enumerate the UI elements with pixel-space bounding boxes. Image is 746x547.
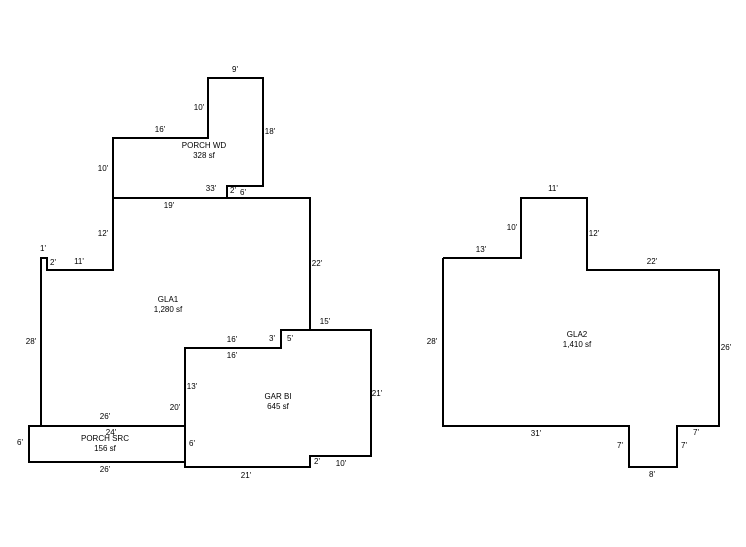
- dim-gla1-left: 28': [26, 337, 37, 346]
- gla2-outline: [442, 197, 720, 468]
- dim-porch-inner-left: 10': [194, 103, 205, 112]
- dim-gla1-right: 22': [312, 259, 323, 268]
- dim-gar-top: 15': [320, 317, 331, 326]
- dim-gar-top-inner: 16': [227, 351, 238, 360]
- dim-gar-step-b: 5': [287, 334, 293, 343]
- dim-gla2-bottom: 31': [531, 429, 542, 438]
- porch-src-outline: [28, 425, 186, 463]
- dim-gla2-left-top: 13': [476, 245, 487, 254]
- dim-porch-bottom: 33': [206, 184, 217, 193]
- gar-size: 645 sf: [267, 402, 290, 411]
- dim-gla2-top-left: 10': [507, 223, 518, 232]
- dim-porch-right: 18': [265, 127, 276, 136]
- gla1-size: 1,280 sf: [154, 305, 183, 314]
- dim-gla1-gar-left: 20': [170, 403, 181, 412]
- dim-gla2-top: 11': [548, 184, 558, 193]
- dim-gla2-right: 26': [721, 343, 732, 352]
- dim-gar-bottom: 21': [241, 471, 252, 480]
- dim-gla1-left-upper: 12': [98, 229, 109, 238]
- dim-gar-left-upper: 13': [187, 382, 198, 391]
- dim-porch-step-a: 2': [230, 186, 236, 195]
- dim-porch-mid-top: 16': [155, 125, 166, 134]
- dim-src-bottom: 26': [100, 465, 111, 474]
- dim-porch-step-b: 6': [240, 188, 246, 197]
- dim-porch-left: 10': [98, 164, 109, 173]
- dim-gla2-notch-right-b: 7': [681, 441, 687, 450]
- gla2-size: 1,410 sf: [563, 340, 592, 349]
- dim-gar-bottom-right: 10': [336, 459, 347, 468]
- gla1-name: GLA1: [158, 295, 179, 304]
- porch-src-size: 156 sf: [94, 444, 117, 453]
- gar-name: GAR BI: [264, 392, 291, 401]
- dim-src-left: 6': [17, 438, 23, 447]
- dim-gla1-notch-top: 1': [40, 244, 46, 253]
- dim-gla2-right-top: 22': [647, 257, 658, 266]
- dim-gla2-top-right: 12': [589, 229, 600, 238]
- dim-gar-right: 21': [372, 389, 383, 398]
- dim-gla2-notch-right-a: 7': [693, 428, 699, 437]
- porch-wd-size: 328 sf: [193, 151, 216, 160]
- dim-gla2-left: 28': [427, 337, 438, 346]
- porch-wd-outline: [112, 77, 264, 198]
- dim-gla2-notch-bottom: 8': [649, 470, 655, 479]
- dim-src-inner: 24': [106, 428, 117, 437]
- porch-wd-name: PORCH WD: [182, 141, 227, 150]
- dim-gla1-top: 19': [164, 201, 175, 210]
- dim-gar-notch: 2': [314, 457, 320, 466]
- gar-outline: [184, 329, 372, 468]
- gla1-outline: [113, 197, 311, 463]
- gla2-name: GLA2: [567, 330, 588, 339]
- dim-gla1-gar-top: 16': [227, 335, 238, 344]
- gla1-left-outline: [40, 198, 114, 426]
- porch-src-name: PORCH SRC: [81, 434, 129, 443]
- dim-gla2-notch-left: 7': [617, 441, 623, 450]
- dim-porch-top: 9': [232, 65, 238, 74]
- dim-src-right: 6': [189, 439, 195, 448]
- dim-gla1-notch-side: 2': [50, 258, 56, 267]
- dim-src-top: 26': [100, 412, 111, 421]
- dim-gar-step-a: 3': [269, 334, 275, 343]
- dim-gla1-ledge: 11': [74, 257, 84, 266]
